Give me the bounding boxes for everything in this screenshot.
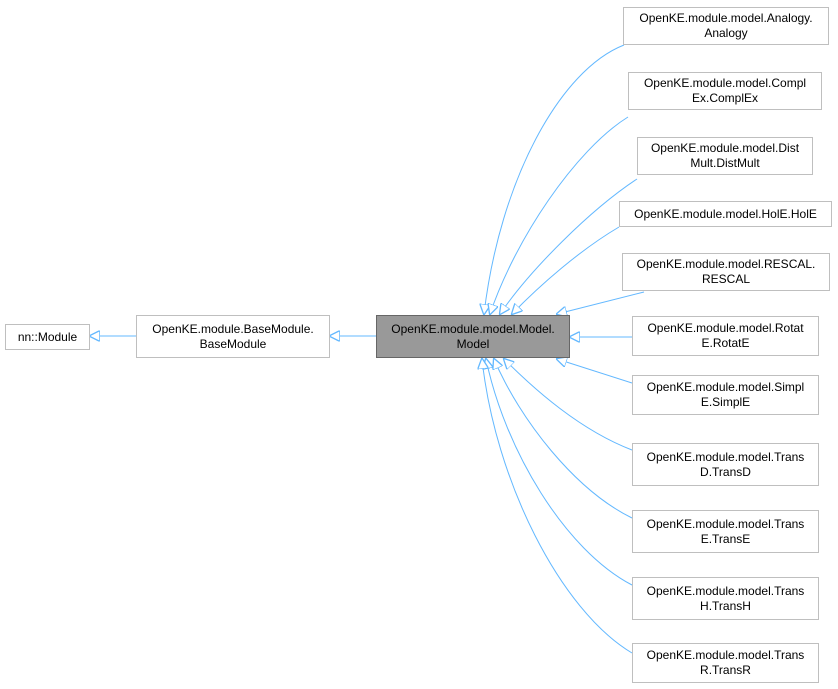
edge-complex-to-model <box>490 116 629 314</box>
node-label-line2: Mult.DistMult <box>690 156 760 170</box>
node-label: nn::Module <box>17 329 78 344</box>
node-transr[interactable]: OpenKE.module.model.Trans R.TransR <box>632 643 819 683</box>
node-label-line2: R.TransR <box>700 663 751 677</box>
edge-transh-to-model <box>486 359 633 586</box>
edge-transe-to-model <box>494 359 633 519</box>
node-label-line1: OpenKE.module.model.Dist <box>650 141 800 155</box>
node-label-line2: Analogy <box>704 26 748 40</box>
node-base-module[interactable]: OpenKE.module.BaseModule. BaseModule <box>136 315 330 358</box>
node-label-line1: OpenKE.module.model.Analogy. <box>639 11 813 25</box>
node-transh[interactable]: OpenKE.module.model.Trans H.TransH <box>632 577 819 620</box>
node-model-current[interactable]: OpenKE.module.model.Model. Model <box>376 315 570 358</box>
node-label-line2: Model <box>456 336 490 351</box>
node-label-line1: OpenKE.module.model.Trans <box>646 583 805 598</box>
node-label-line1: OpenKE.module.model.Model. <box>391 321 555 336</box>
node-rotate[interactable]: OpenKE.module.model.Rotat E.RotatE <box>632 316 819 356</box>
node-label-line2: D.TransD <box>700 464 751 479</box>
node-label-line1: OpenKE.module.model.Compl <box>643 76 807 90</box>
node-label-line1: OpenKE.module.model.Simpl <box>646 380 805 394</box>
node-label-line2: Ex.ComplEx <box>691 91 759 105</box>
node-label-line2: E.TransE <box>700 531 751 546</box>
node-distmult[interactable]: OpenKE.module.model.Dist Mult.DistMult <box>637 137 813 175</box>
node-simple[interactable]: OpenKE.module.model.Simpl E.SimplE <box>632 375 819 415</box>
node-analogy[interactable]: OpenKE.module.model.Analogy. Analogy <box>623 7 829 45</box>
node-label-line2: E.SimplE <box>700 395 751 409</box>
node-label-line2: H.TransH <box>700 598 751 613</box>
node-complex[interactable]: OpenKE.module.model.Compl Ex.ComplEx <box>628 72 822 110</box>
node-label-line1: OpenKE.module.model.Trans <box>646 449 805 464</box>
node-label: OpenKE.module.model.HolE.HolE <box>634 206 817 221</box>
node-label-line1: OpenKE.module.model.Trans <box>646 516 805 531</box>
edge-distmult-to-model <box>500 178 638 314</box>
edge-transd-to-model <box>504 359 633 451</box>
edge-transr-to-model <box>482 359 633 654</box>
node-label-line1: OpenKE.module.model.Trans <box>646 648 805 662</box>
node-label-line1: OpenKE.module.BaseModule. <box>152 321 314 336</box>
edge-simple-to-model <box>557 359 633 384</box>
node-transe[interactable]: OpenKE.module.model.Trans E.TransE <box>632 510 819 553</box>
node-label-line1: OpenKE.module.model.Rotat <box>647 321 804 335</box>
node-label-line2: E.RotatE <box>701 336 750 350</box>
node-nn-module[interactable]: nn::Module <box>5 324 90 350</box>
edge-rescal-to-model <box>557 291 645 314</box>
node-label-line2: BaseModule <box>199 336 267 351</box>
node-rescal[interactable]: OpenKE.module.model.RESCAL. RESCAL <box>622 253 830 291</box>
node-label-line1: OpenKE.module.model.RESCAL. <box>636 257 816 271</box>
node-hole[interactable]: OpenKE.module.model.HolE.HolE <box>619 201 832 227</box>
edge-hole-to-model <box>512 226 620 314</box>
node-transd[interactable]: OpenKE.module.model.Trans D.TransD <box>632 443 819 486</box>
node-label-line2: RESCAL <box>701 272 751 286</box>
edge-analogy-to-model <box>484 44 625 314</box>
